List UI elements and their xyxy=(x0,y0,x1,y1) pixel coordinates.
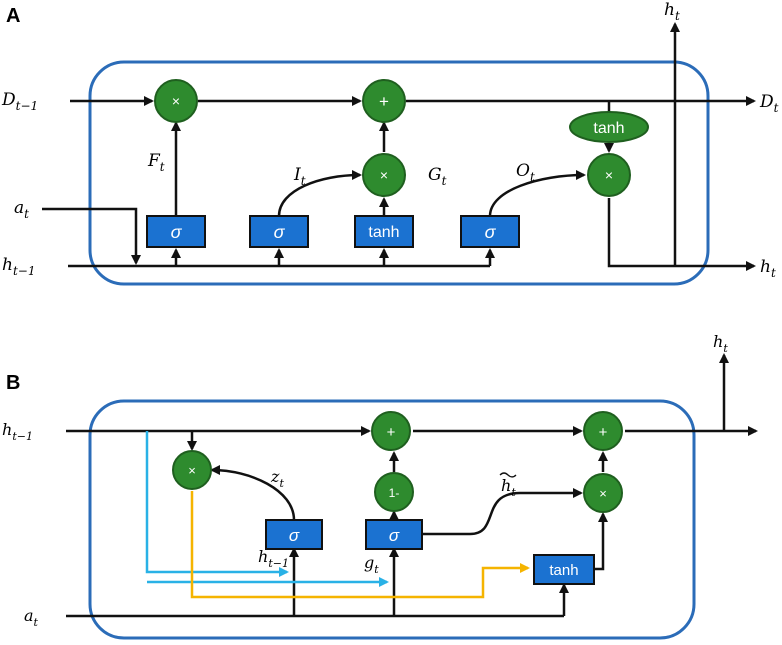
a-multiply-node-output: × xyxy=(587,153,631,197)
b-add-node-2: + xyxy=(583,411,623,451)
svg-text:×: × xyxy=(172,93,180,109)
b-multiply-node-htilde: × xyxy=(583,473,623,513)
a-label-candidate: Gt xyxy=(428,165,447,188)
svg-text:tanh: tanh xyxy=(593,120,624,137)
a-gate-sigma-input: σ xyxy=(249,215,309,248)
svg-text:+: + xyxy=(599,424,608,441)
a-label-output: Ot xyxy=(516,161,535,184)
svg-text:tanh: tanh xyxy=(549,562,578,579)
svg-text:ht: ht xyxy=(501,476,516,499)
panel-b-frame xyxy=(88,399,696,640)
a-label-h-top: ht xyxy=(664,0,680,23)
b-label-a: at xyxy=(24,606,39,629)
panel-b-letter: B xyxy=(6,372,20,394)
a-label-forget: Ft xyxy=(147,151,165,174)
b-yellow-path xyxy=(190,491,530,599)
b-gate-tanh: tanh xyxy=(533,554,595,585)
svg-text:+: + xyxy=(387,424,396,441)
a-gate-tanh: tanh xyxy=(354,215,414,248)
svg-text:1-: 1- xyxy=(389,486,400,500)
b-gate-sigma-g: σ xyxy=(365,519,423,550)
svg-text:σ: σ xyxy=(485,222,497,242)
a-input-gate-line xyxy=(277,170,362,217)
svg-text:σ: σ xyxy=(274,222,286,242)
panel-a-letter: A xyxy=(6,5,20,27)
svg-text:×: × xyxy=(188,463,196,478)
a-label-h-prev: ht−1 xyxy=(2,255,35,278)
a-gate-sigma-forget: σ xyxy=(146,215,206,248)
b-label-h-top: ht xyxy=(713,332,728,355)
b-label-h-prev: ht−1 xyxy=(2,420,33,443)
b-multiply-node-z: × xyxy=(172,450,212,490)
panel-a-frame xyxy=(88,60,710,286)
b-tanh-to-mult xyxy=(594,512,608,571)
a-label-input: It xyxy=(293,165,306,188)
svg-text:×: × xyxy=(599,486,607,501)
svg-text:+: + xyxy=(379,92,389,111)
a-gate-sigma-output: σ xyxy=(460,215,520,248)
a-label-a: at xyxy=(14,198,29,221)
a-output-gate-line xyxy=(488,170,586,217)
svg-text:×: × xyxy=(380,167,388,183)
b-label-h-prev-inner: ht−1 xyxy=(258,547,289,570)
svg-text:σ: σ xyxy=(171,222,183,242)
a-multiply-node-forget: × xyxy=(154,79,198,123)
b-z-line xyxy=(210,465,296,521)
a-add-node: + xyxy=(362,79,406,123)
a-multiply-node-input: × xyxy=(362,153,406,197)
b-gate-sigma-z: σ xyxy=(265,519,323,550)
svg-text:σ: σ xyxy=(389,526,400,545)
a-label-d-out: Dt xyxy=(759,92,779,115)
a-hidden-out-line xyxy=(607,198,756,271)
b-label-g: gt xyxy=(364,553,379,576)
b-add-node-1: + xyxy=(371,411,411,451)
panel-b: B × + xyxy=(2,332,758,640)
b-blue-path-1 xyxy=(145,431,289,577)
b-label-htilde: ht xyxy=(499,472,517,499)
svg-text:σ: σ xyxy=(289,526,300,545)
a-label-h-out: ht xyxy=(760,257,776,280)
a-label-d-prev: Dt−1 xyxy=(1,90,38,113)
b-one-minus-node: 1- xyxy=(374,472,414,512)
b-htilde-line xyxy=(422,488,583,536)
svg-text:×: × xyxy=(605,167,613,183)
panel-a: A × + xyxy=(1,0,779,286)
a-tanh-ellipse: tanh xyxy=(569,111,649,143)
a-input-at-line xyxy=(42,207,141,265)
svg-text:tanh: tanh xyxy=(368,224,399,241)
b-label-z: zt xyxy=(270,467,284,490)
